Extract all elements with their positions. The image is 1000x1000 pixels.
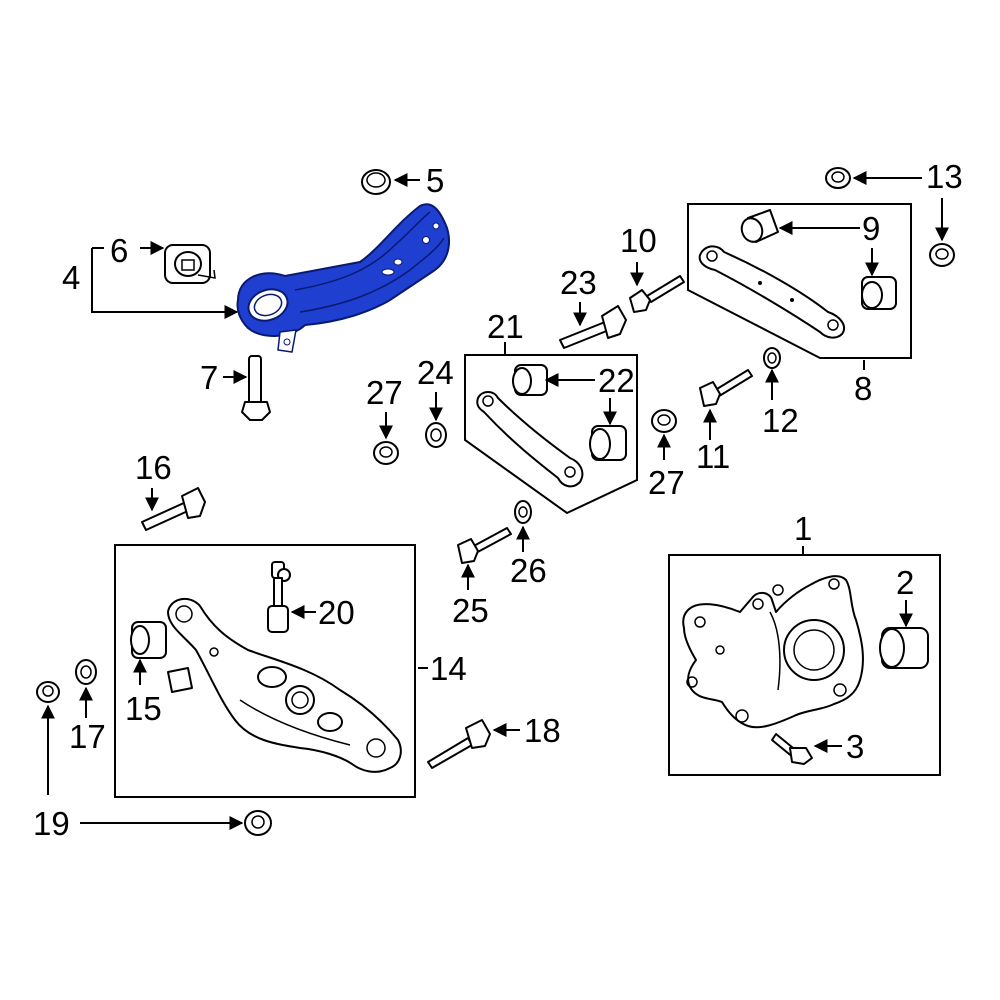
leader-lines: [41, 171, 949, 830]
group-box-21: [464, 354, 638, 515]
callout-17: 17: [69, 718, 106, 755]
callout-19: 19: [33, 805, 70, 842]
part-23-bolt[interactable]: [559, 305, 627, 349]
callout-2: 2: [896, 564, 914, 601]
part-21-control-link[interactable]: [476, 391, 584, 488]
part-9-bushing-bottom[interactable]: [861, 276, 897, 310]
callout-24: 24: [417, 354, 454, 391]
part-2-bushing[interactable]: [879, 627, 929, 669]
part-1-knuckle[interactable]: [682, 575, 864, 729]
part-9-bushing-top[interactable]: [738, 209, 779, 245]
callout-23: 23: [560, 264, 597, 301]
part-3-bolt[interactable]: [771, 733, 813, 765]
part-12-washer[interactable]: [763, 347, 781, 369]
part-14-lower-arm[interactable]: [167, 597, 402, 773]
callout-1: 1: [794, 510, 812, 547]
part-13-nut-top[interactable]: [825, 167, 851, 189]
part-8-control-arm[interactable]: [698, 245, 846, 339]
callout-6: 6: [110, 232, 128, 269]
part-7-bolt[interactable]: [241, 355, 271, 421]
part-25-bolt[interactable]: [457, 527, 512, 564]
part-22-bushing-top[interactable]: [512, 364, 548, 396]
callout-16: 16: [135, 449, 172, 486]
part-15-bushing[interactable]: [130, 621, 167, 659]
callout-22: 22: [598, 362, 635, 399]
callout-7: 7: [200, 359, 218, 396]
part-15-stud[interactable]: [167, 667, 193, 693]
part-18-bolt[interactable]: [427, 719, 491, 769]
callout-21: 21: [487, 308, 524, 345]
callout-25: 25: [452, 592, 489, 629]
callout-9: 9: [862, 210, 880, 247]
part-19-nut-left[interactable]: [36, 681, 60, 703]
part-16-bolt[interactable]: [141, 487, 206, 531]
callout-27-left: 27: [366, 374, 403, 411]
part-27-nut-left[interactable]: [373, 441, 399, 465]
callout-18: 18: [524, 712, 561, 749]
group-box-14: [114, 544, 416, 798]
trailing-arm-highlighted[interactable]: [236, 203, 451, 353]
part-20-link[interactable]: [267, 561, 291, 633]
callout-12: 12: [762, 402, 799, 439]
group-box-8: [687, 203, 912, 359]
part-22-bushing-bottom[interactable]: [589, 425, 627, 461]
part-27-nut-right[interactable]: [651, 409, 677, 433]
part-5-nut[interactable]: [361, 169, 391, 195]
part-26-washer[interactable]: [514, 500, 532, 524]
part-10-bolt[interactable]: [629, 275, 685, 313]
callout-labels: 5 6 4 7 13 9 8 10 23 21 22 24 27 12 11 2…: [33, 158, 963, 842]
callout-15: 15: [125, 690, 162, 727]
callout-13: 13: [926, 158, 963, 195]
callout-5: 5: [426, 162, 444, 199]
part-13-nut-bottom[interactable]: [929, 243, 955, 267]
callout-20: 20: [318, 594, 355, 631]
callout-4: 4: [62, 259, 80, 296]
group-box-1: [668, 554, 941, 776]
part-17-washer[interactable]: [75, 659, 97, 685]
callout-27-right: 27: [648, 464, 685, 501]
part-11-bolt[interactable]: [699, 369, 753, 407]
part-24-washer[interactable]: [425, 422, 447, 448]
callout-10: 10: [620, 222, 657, 259]
callout-11: 11: [696, 438, 730, 475]
callout-14: 14: [430, 650, 467, 687]
callout-3: 3: [846, 728, 864, 765]
callout-8: 8: [854, 370, 872, 407]
part-19-nut-bottom[interactable]: [244, 810, 272, 836]
part-6-bushing[interactable]: [164, 244, 216, 284]
callout-26: 26: [510, 552, 547, 589]
